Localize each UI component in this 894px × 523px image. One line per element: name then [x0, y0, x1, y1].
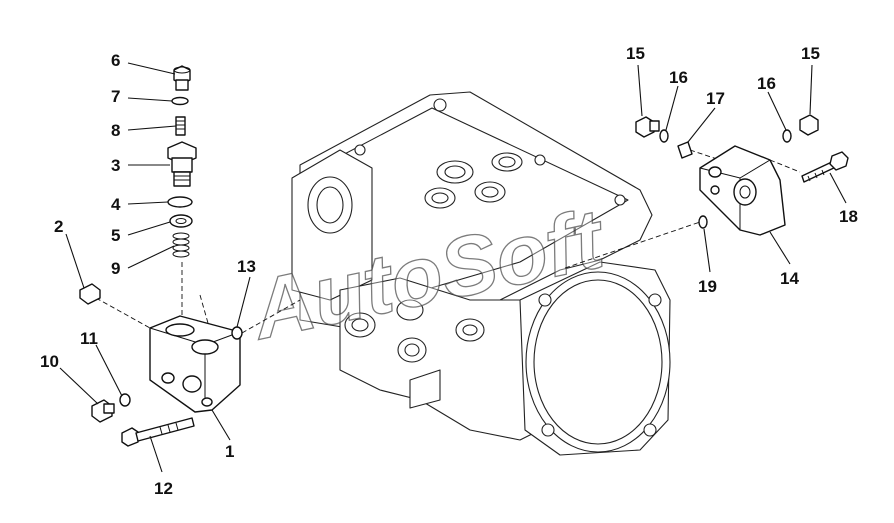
alignment-line: [769, 159, 801, 173]
alignment-line: [241, 299, 301, 334]
part-16-o-ring-right: [782, 129, 792, 143]
part-13-o-ring: [231, 326, 243, 340]
part-3-valve: [167, 141, 197, 187]
callout-7: 7: [111, 87, 120, 106]
part-1-valve-body: [149, 315, 241, 413]
callout-2: 2: [54, 217, 63, 236]
alignment-line: [95, 297, 151, 329]
part-12-bolt: [121, 417, 195, 447]
main-housing: [291, 91, 671, 456]
callout-16-right: 16: [757, 74, 776, 93]
callout-3: 3: [111, 156, 120, 175]
part-10-plug: [91, 399, 115, 423]
part-19-o-ring: [698, 215, 708, 229]
callout-14: 14: [780, 269, 799, 288]
callout-1: 1: [225, 442, 234, 461]
callout-6: 6: [111, 51, 120, 70]
callout-4: 4: [111, 195, 121, 214]
alignment-line: [199, 294, 211, 331]
callout-labels: 6 7 8 3 4 5 9 2 11 10 12 1 13 15 15 16 1…: [40, 44, 858, 498]
callout-13: 13: [237, 257, 256, 276]
part-6-plug: [173, 65, 191, 91]
callout-19: 19: [698, 277, 717, 296]
part-5-washer: [169, 214, 193, 228]
callout-12: 12: [154, 479, 173, 498]
part-8-pin: [175, 116, 186, 136]
part-18-bolt: [801, 151, 849, 183]
callout-16-left: 16: [669, 68, 688, 87]
callout-9: 9: [111, 259, 120, 278]
part-7-o-ring: [171, 96, 189, 106]
part-15-plug-right: [799, 114, 819, 136]
callout-8: 8: [111, 121, 120, 140]
callout-18: 18: [839, 207, 858, 226]
part-17-pin: [677, 141, 693, 159]
part-9-spring: [172, 232, 190, 258]
part-2-plug: [79, 283, 101, 305]
leader-lines: [59, 62, 847, 473]
callout-10: 10: [40, 352, 59, 371]
callout-17: 17: [706, 89, 725, 108]
callout-5: 5: [111, 226, 120, 245]
callout-15-right: 15: [801, 44, 820, 63]
part-15-plug-left: [635, 116, 660, 138]
callout-11: 11: [80, 329, 98, 348]
part-16-o-ring-left: [659, 129, 669, 143]
part-4-ring: [167, 196, 193, 208]
callout-15-left: 15: [626, 44, 645, 63]
part-14-housing: [699, 145, 786, 236]
part-11-o-ring: [119, 393, 131, 407]
